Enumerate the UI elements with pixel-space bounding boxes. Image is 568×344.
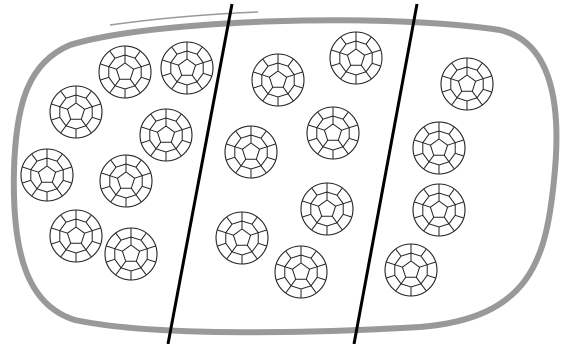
soccer-ball-icon xyxy=(275,246,327,298)
soccer-ball-icon xyxy=(161,42,213,94)
soccer-ball-icon xyxy=(99,46,151,98)
soccer-ball-icon xyxy=(330,32,382,84)
group-1 xyxy=(21,42,213,280)
soccer-ball-icon xyxy=(301,183,353,235)
soccer-ball-icon xyxy=(216,212,268,264)
soccer-ball-icon xyxy=(225,126,277,178)
soccer-ball-icon xyxy=(21,149,73,201)
group-2 xyxy=(216,32,382,298)
soccer-ball-icon xyxy=(50,86,102,138)
soccer-ball-icon xyxy=(140,109,192,161)
soccer-ball-icon xyxy=(105,228,157,280)
soccer-ball-icon xyxy=(413,122,465,174)
soccer-ball-icon xyxy=(100,155,152,207)
soccer-ball-icon xyxy=(413,184,465,236)
soccer-ball-icon xyxy=(50,210,102,262)
soccer-ball-icon xyxy=(441,58,493,110)
soccer-ball-icon xyxy=(252,54,304,106)
soccer-ball-icon xyxy=(385,244,437,296)
soccer-ball-icon xyxy=(307,107,359,159)
